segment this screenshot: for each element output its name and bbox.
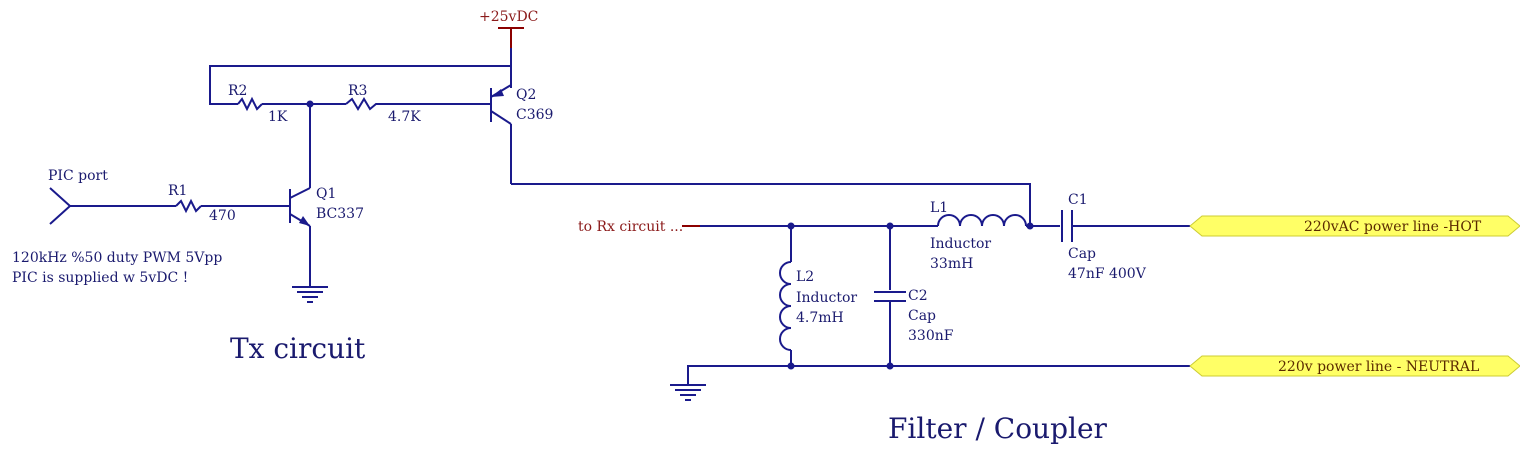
q2-value: C369 — [516, 107, 553, 123]
q1-value: BC337 — [316, 206, 364, 222]
feedback-wire — [209, 65, 511, 105]
supply-label: +25vDC — [479, 9, 538, 25]
r2-value: 1K — [268, 109, 288, 125]
l1-ref: L1 — [930, 200, 948, 216]
note-line-1: 120kHz %50 duty PWM 5Vpp — [12, 250, 222, 266]
q2-transistor — [484, 84, 512, 184]
q1-transistor — [289, 187, 311, 286]
l1-value: 33mH — [930, 256, 973, 272]
note-line-2: PIC is supplied w 5vDC ! — [12, 270, 188, 286]
r3-value: 4.7K — [388, 109, 421, 125]
q2-ref: Q2 — [516, 87, 536, 103]
node-junction — [787, 362, 795, 370]
l2-inductor — [779, 261, 792, 351]
r1-value: 470 — [209, 208, 236, 224]
neutral-port — [1189, 355, 1520, 377]
l1-inductor — [937, 214, 1060, 227]
c2-type: Cap — [908, 308, 936, 324]
pic-port-label: PIC port — [48, 168, 108, 184]
l2-ref: L2 — [796, 269, 814, 285]
node-junction — [1026, 222, 1034, 230]
ground-icon — [292, 286, 328, 303]
r2-ref: R2 — [228, 83, 247, 99]
neutral-port-label: 220v power line - NEUTRAL — [1278, 359, 1479, 375]
neutral-wire — [687, 365, 1190, 384]
filter-section-title: Filter / Coupler — [888, 412, 1108, 445]
c2-capacitor — [874, 291, 906, 302]
c1-capacitor — [1061, 210, 1190, 242]
ground-icon — [670, 384, 706, 401]
r1-ref: R1 — [168, 183, 187, 199]
supply-rail — [498, 27, 524, 88]
c2-ref: C2 — [908, 288, 928, 304]
tx-section-title: Tx circuit — [230, 332, 366, 365]
rx-label: to Rx circuit ... — [578, 219, 683, 235]
l2-value: 4.7mH — [796, 310, 844, 326]
node-junction — [886, 362, 894, 370]
c1-value: 47nF 400V — [1068, 266, 1147, 282]
r1-resistor — [175, 198, 202, 214]
q1-ref: Q1 — [316, 186, 336, 202]
hot-port — [1189, 215, 1520, 237]
r2-resistor — [237, 96, 263, 112]
c1-type: Cap — [1068, 246, 1096, 262]
r3-ref: R3 — [348, 83, 367, 99]
r3-resistor — [345, 97, 382, 111]
l1-type: Inductor — [930, 236, 991, 252]
l2-type: Inductor — [796, 290, 857, 306]
hot-port-label: 220vAC power line -HOT — [1304, 219, 1482, 235]
tx-output-wire — [511, 183, 1031, 226]
pic-port-connector — [49, 187, 176, 225]
c1-ref: C1 — [1068, 192, 1088, 208]
c2-value: 330nF — [908, 328, 954, 344]
